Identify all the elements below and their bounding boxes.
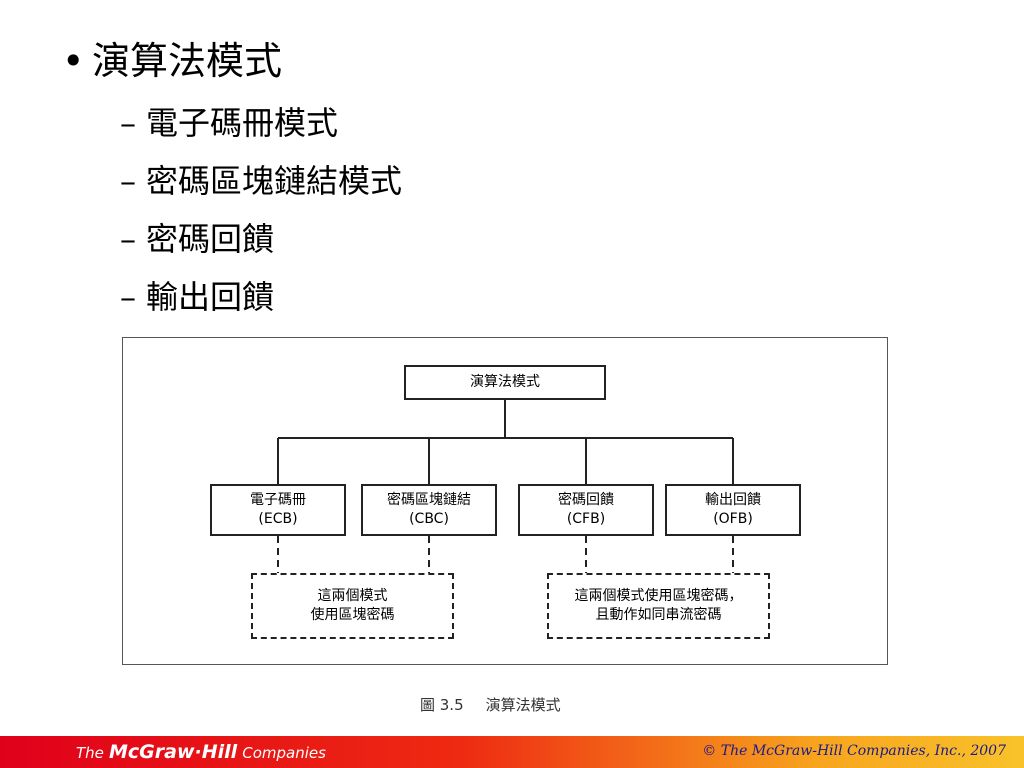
logo-the: The [76,744,104,762]
node-ofb: 輸出回饋 (OFB) [665,484,801,536]
note-right-line1: 這兩個模式使用區塊密碼， [574,588,743,604]
node-cfb: 密碼回饋 (CFB) [518,484,654,536]
node-cbc-abbr: (CBC) [409,511,449,527]
mcgraw-hill-logo: The McGraw·Hill Companies [76,741,326,763]
node-ofb-name: 輸出回饋 [705,492,761,508]
copyright-notice: © The McGraw-Hill Companies, Inc., 2007 [702,743,1006,759]
sub-bullet-ofb: –輸出回饋 [120,272,274,318]
note-right-line2: 且動作如同串流密碼 [595,607,722,623]
root-label: 演算法模式 [470,374,540,390]
node-ecb: 電子碼冊 (ECB) [210,484,346,536]
bullet-title: 演算法模式 [92,39,283,83]
sub-bullet-dash: – [120,220,136,258]
node-cbc: 密碼區塊鏈結 (CBC) [361,484,497,536]
footer-bar: The McGraw·Hill Companies © The McGraw-H… [0,736,1024,768]
bullet-dot: • [62,39,85,83]
note-left-line2: 使用區塊密碼 [310,607,395,623]
note-stream-cipher: 這兩個模式使用區塊密碼， 且動作如同串流密碼 [547,573,770,639]
sub-bullet-ecb: –電子碼冊模式 [120,98,338,144]
figure-caption: 圖 3.5 演算法模式 [420,694,561,715]
sub-bullet-dash: – [120,278,136,316]
node-ecb-name: 電子碼冊 [250,492,306,508]
node-cfb-name: 密碼回饋 [558,492,614,508]
sub-bullet-cfb: –密碼回饋 [120,214,274,260]
caption-number: 圖 3.5 [420,696,464,714]
sub-bullet-dash: – [120,104,136,142]
sub-bullet-text: 密碼回饋 [146,220,275,258]
sub-bullet-text: 輸出回饋 [146,278,275,316]
root-node: 演算法模式 [404,365,606,400]
sub-bullet-text: 電子碼冊模式 [146,104,339,142]
node-ofb-abbr: (OFB) [713,511,753,527]
caption-text: 演算法模式 [485,696,561,714]
sub-bullet-text: 密碼區塊鏈結模式 [146,162,403,200]
bullet-main: •演算法模式 [62,30,282,85]
node-cfb-abbr: (CFB) [566,511,606,527]
sub-bullet-cbc: –密碼區塊鏈結模式 [120,156,402,202]
connector-lines [277,400,734,573]
sub-bullet-dash: – [120,162,136,200]
logo-brand: McGraw·Hill [109,741,238,763]
note-left-line1: 這兩個模式 [317,588,388,604]
node-ecb-abbr: (ECB) [258,511,298,527]
mode-diagram: 演算法模式 電子碼冊 (ECB) 密碼區塊鏈結 (CBC) 密碼回饋 (CFB) 輸出… [122,337,888,665]
note-block-cipher: 這兩個模式使用區塊密碼 [251,573,454,639]
node-cbc-name: 密碼區塊鏈結 [387,492,471,508]
logo-companies: Companies [242,744,326,762]
